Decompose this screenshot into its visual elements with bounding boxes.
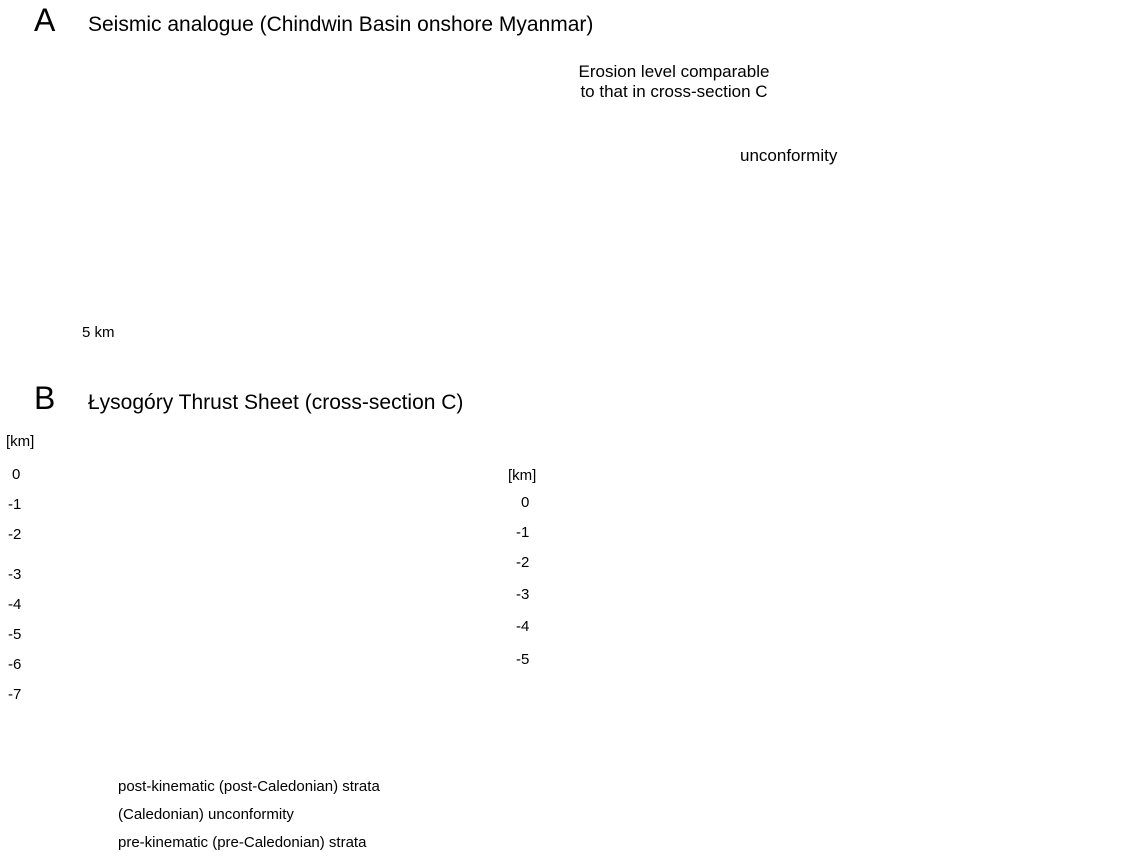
left-axis-tick: -2 bbox=[8, 526, 22, 543]
unconformity-line-a-lower bbox=[35, 166, 161, 178]
unconformity-line-a-upper bbox=[167, 84, 479, 174]
erosion-annotation-line1: Erosion level comparable bbox=[578, 62, 770, 81]
cross-section-c-left bbox=[35, 412, 419, 748]
pre-kinematic-thrust-sheet bbox=[76, 74, 481, 294]
panel-a-title: Seismic analogue (Chindwin Basin onshore… bbox=[88, 13, 594, 36]
pre-kinematic-left-b bbox=[74, 465, 419, 710]
right-axis-tick: -1 bbox=[516, 524, 530, 541]
seismic-section-left bbox=[0, 15, 631, 356]
right-axis-tick: 0 bbox=[521, 494, 530, 511]
right-axis-tick: -4 bbox=[516, 618, 530, 635]
seismic-reflectors bbox=[39, 91, 471, 307]
post-kinematic-left-b bbox=[280, 466, 418, 562]
right-axis-tick: -5 bbox=[516, 651, 530, 668]
panel-b-letter: B bbox=[34, 380, 56, 416]
thrust-arrow-b bbox=[46, 412, 72, 469]
legend-post-kinematic-swatch bbox=[35, 771, 77, 795]
left-axis-tick: -4 bbox=[8, 596, 22, 613]
unconformity-line-b-left bbox=[125, 438, 419, 564]
unconformity-line-b-right bbox=[547, 498, 1046, 518]
post-kinematic-wedge bbox=[36, 76, 480, 152]
legend bbox=[35, 771, 90, 853]
right-axis-tick: -3 bbox=[516, 586, 530, 603]
left-axis-tick: -3 bbox=[8, 566, 22, 583]
left-axis-tick: -5 bbox=[8, 626, 22, 643]
basement-hatch-left bbox=[36, 466, 418, 748]
right-axis-tick: -2 bbox=[516, 554, 530, 571]
pre-kinematic-right bbox=[660, 167, 1142, 288]
left-axis-unit: [km] bbox=[6, 433, 35, 450]
legend-post-kinematic-label: post-kinematic (post-Caledonian) strata bbox=[118, 778, 380, 795]
legend-unconformity-label: (Caledonian) unconformity bbox=[118, 806, 294, 823]
scale-bar-label: 5 km bbox=[82, 324, 115, 341]
left-axis-tick: -7 bbox=[8, 686, 22, 703]
right-axis-unit: [km] bbox=[508, 467, 537, 484]
unconformity-label: unconformity bbox=[740, 146, 838, 165]
erosion-level-annotation: Erosion level comparable to that in cros… bbox=[548, 62, 800, 102]
left-axis-tick: -1 bbox=[8, 496, 22, 513]
pre-kinematic-right-b bbox=[582, 503, 1047, 664]
panel-a-letter: A bbox=[34, 2, 56, 38]
legend-pre-kinematic-label: pre-kinematic (pre-Caledonian) strata bbox=[118, 834, 367, 851]
basement-hatch-right bbox=[548, 504, 1046, 704]
left-axis-tick: -6 bbox=[8, 656, 22, 673]
annotation-arrow bbox=[508, 109, 631, 155]
cross-section-c-right bbox=[547, 498, 1079, 704]
right-strata-lines bbox=[559, 169, 1141, 279]
legend-pre-kinematic-swatch bbox=[35, 829, 77, 853]
thrust-arrow-a bbox=[60, 15, 88, 83]
left-axis-tick: 0 bbox=[12, 466, 21, 483]
seismic-background bbox=[36, 88, 480, 352]
panel-b-title: Łysogóry Thrust Sheet (cross-section C) bbox=[88, 391, 464, 414]
erosion-annotation-line2: to that in cross-section C bbox=[580, 82, 768, 101]
interpreted-section-right bbox=[547, 166, 1142, 351]
